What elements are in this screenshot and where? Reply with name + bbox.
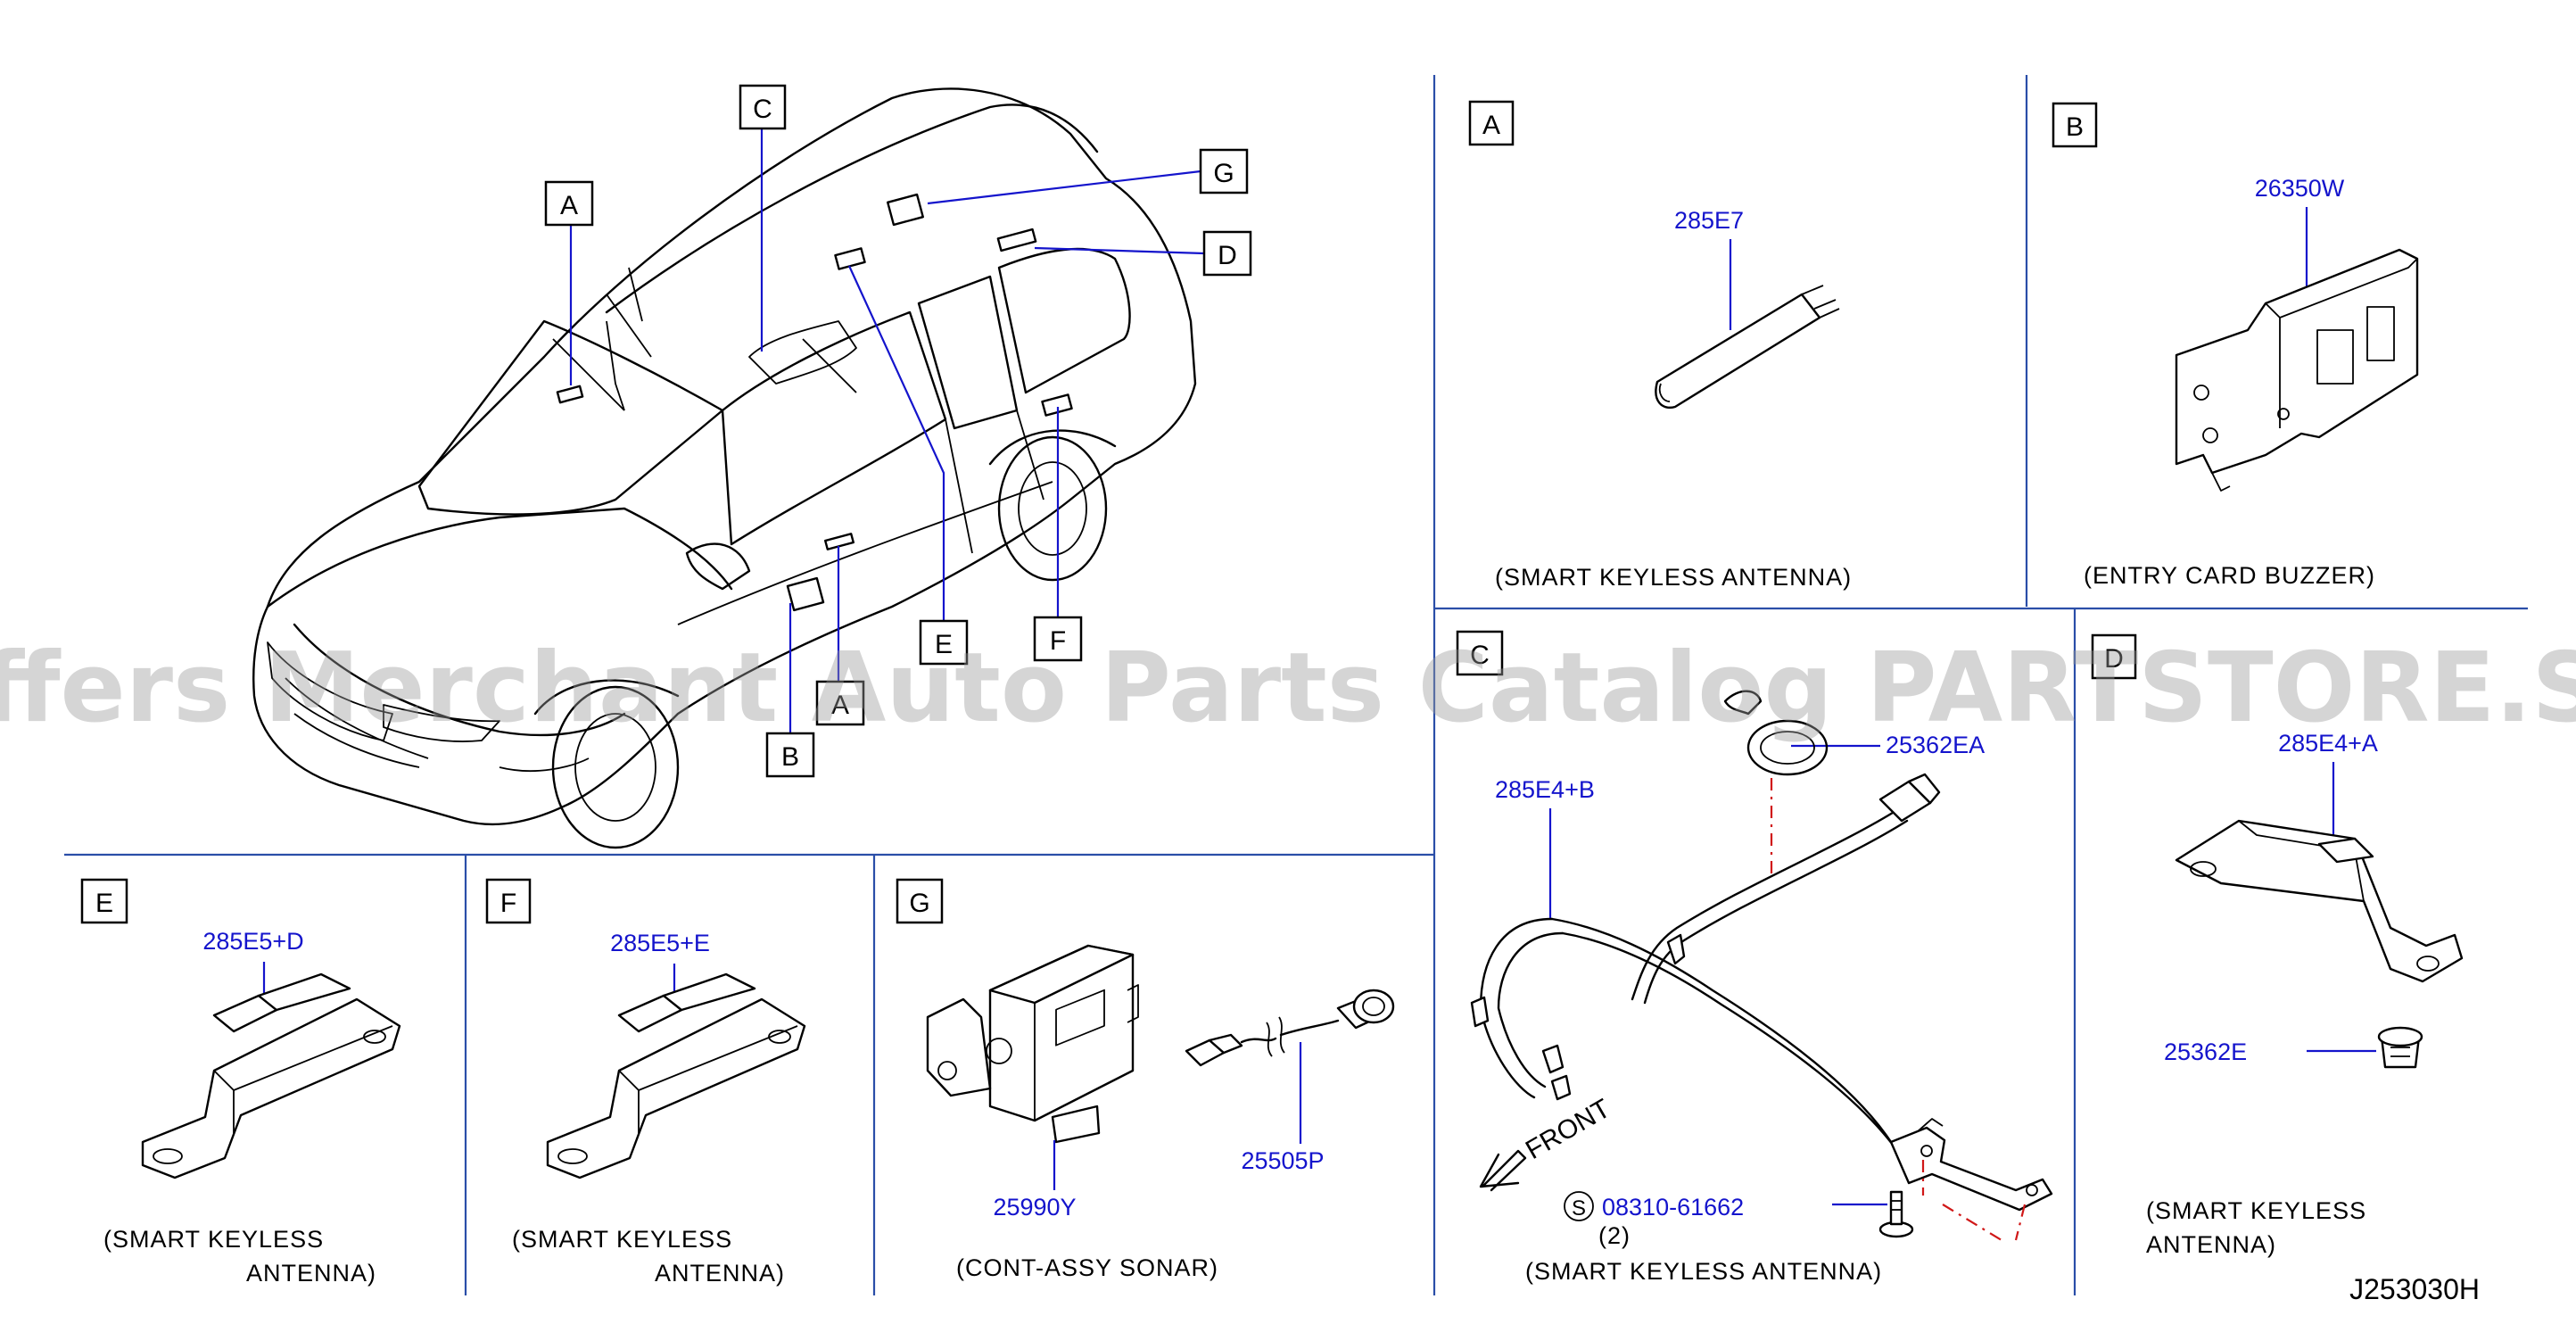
overview-callout-g: G xyxy=(1213,159,1234,188)
overview-callout-a-box xyxy=(544,180,594,227)
bolt-symbol: S xyxy=(1572,1196,1586,1221)
front-label: FRONT xyxy=(1521,1094,1615,1165)
panel-g: G 25990Y 25505P (CONT-ASSY SONAR) xyxy=(896,878,1395,1281)
bolt-quantity: (2) xyxy=(1598,1222,1631,1249)
service-symbol-circle xyxy=(1564,1191,1594,1221)
panel-a-part-number: 285E7 xyxy=(1674,207,1744,234)
panel-g-part-harness: 25505P xyxy=(1241,1147,1324,1174)
panel-e-letter: E xyxy=(95,889,113,918)
panel-d-part-clip: 25362E xyxy=(2164,1039,2247,1065)
panel-c-part-bolt: 08310-61662 xyxy=(1602,1194,1744,1221)
panel-a-caption: (SMART KEYLESS ANTENNA) xyxy=(1495,564,1852,591)
overview-callout-f-box xyxy=(1033,616,1083,662)
panel-f: F 285E5+E (SMART KEYLESS ANTENNA) xyxy=(485,878,806,1287)
panel-b-part-number: 26350W xyxy=(2255,175,2345,202)
panel-a-letter: A xyxy=(1482,111,1500,140)
overview-callout-c-box xyxy=(739,84,787,130)
sonar-harness-drawing xyxy=(1185,989,1395,1067)
front-direction-arrow: FRONT xyxy=(1479,1094,1615,1192)
overview-callout-d-box xyxy=(1202,230,1252,277)
overview-callout-a2-box xyxy=(815,680,865,726)
panel-g-part-unit: 25990Y xyxy=(993,1194,1076,1221)
overview-callout-f: F xyxy=(1050,626,1066,656)
panel-c-letter: C xyxy=(1470,641,1490,670)
panel-g-letter: G xyxy=(909,889,929,918)
rear-antenna-bracket-drawing xyxy=(2175,819,2464,983)
panel-e-caption-1: (SMART KEYLESS xyxy=(103,1226,324,1253)
panel-d-part-antenna: 285E4+A xyxy=(2278,730,2378,757)
harness-antenna-drawing xyxy=(1470,690,2053,1241)
panel-a: A 285E7 (SMART KEYLESS ANTENNA) xyxy=(1468,100,1852,591)
diagram-code: J253030H xyxy=(2349,1273,2480,1305)
bolt-drawing xyxy=(1878,1190,1914,1238)
panel-c-caption: (SMART KEYLESS ANTENNA) xyxy=(1525,1258,1882,1285)
sonar-control-unit-drawing xyxy=(926,944,1139,1144)
panel-e: E 285E5+D (SMART KEYLESS ANTENNA) xyxy=(80,878,401,1287)
overview-callout-e-box xyxy=(919,619,969,666)
antenna-f-drawing xyxy=(546,972,806,1179)
panel-dividers xyxy=(64,75,2528,1295)
overview-callout-c: C xyxy=(753,95,772,124)
panel-e-caption-2: ANTENNA) xyxy=(246,1260,376,1287)
panel-d-letter: D xyxy=(2104,644,2124,674)
panel-b-letter: B xyxy=(2066,112,2084,142)
overview-callout-a2: A xyxy=(831,691,849,720)
panel-c-part-clip: 25362EA xyxy=(1886,732,1985,758)
overview-callouts: A C G D E F A B xyxy=(544,84,1252,778)
entry-card-buzzer-drawing xyxy=(2175,248,2419,492)
panel-f-caption-1: (SMART KEYLESS xyxy=(512,1226,732,1253)
vehicle-overview-drawing xyxy=(252,87,1197,849)
panel-c-part-harness: 285E4+B xyxy=(1495,776,1595,803)
panel-f-part-number: 285E5+E xyxy=(610,930,710,956)
panel-g-caption: (CONT-ASSY SONAR) xyxy=(956,1254,1218,1281)
panel-d-caption-1: (SMART KEYLESS xyxy=(2146,1197,2366,1224)
overview-callout-a: A xyxy=(560,191,578,220)
overview-callout-b-box xyxy=(765,732,815,778)
overview-callout-b: B xyxy=(781,742,799,772)
overview-callout-g-box xyxy=(1199,148,1249,194)
panel-f-letter: F xyxy=(500,889,516,918)
smart-keyless-antenna-rod-drawing xyxy=(1655,285,1840,410)
watermark-text: Offers Merchant Auto Parts Catalog PARTS… xyxy=(0,633,2576,744)
push-clip-drawing xyxy=(2377,1026,2423,1069)
antenna-e-drawing xyxy=(141,972,401,1179)
panel-e-part-number: 285E5+D xyxy=(202,928,303,955)
panel-b: B 26350W (ENTRY CARD BUZZER) xyxy=(2052,102,2419,589)
panel-b-caption: (ENTRY CARD BUZZER) xyxy=(2084,562,2375,589)
panel-d-caption-2: ANTENNA) xyxy=(2146,1231,2276,1258)
panel-d: D 285E4+A 25362E (SMART KEYLESS ANTENNA) xyxy=(2091,633,2464,1258)
overview-callout-e: E xyxy=(935,630,953,659)
overview-callout-d: D xyxy=(1218,241,1237,270)
panel-f-caption-2: ANTENNA) xyxy=(655,1260,785,1287)
